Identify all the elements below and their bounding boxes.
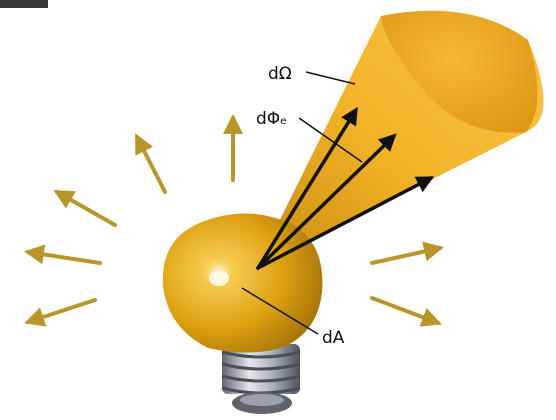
solid-angle-label: dΩ (268, 64, 292, 84)
ray-arrow (370, 241, 444, 265)
light-bulb (162, 213, 323, 414)
flux-label: dΦₑ (256, 109, 287, 129)
area-leader (241, 287, 319, 335)
ray-arrow (24, 298, 97, 327)
flux-arrow (256, 133, 397, 270)
bulb-base (221, 344, 301, 414)
bulb-glass (162, 213, 323, 353)
cone-opening (381, 10, 538, 133)
area-label: dA (322, 328, 345, 348)
flux-arrow (256, 107, 358, 270)
solid-angle-cone (256, 10, 544, 269)
ray-arrow (135, 133, 167, 194)
ray-arrow (53, 190, 117, 227)
solid-angle-leader (305, 71, 356, 85)
flux-arrows (256, 107, 435, 270)
corner-mark (0, 0, 48, 8)
ray-arrow (24, 244, 102, 265)
emitted-rays (24, 114, 444, 327)
bulb-highlight (209, 270, 229, 286)
ray-arrow (370, 296, 442, 327)
flux-arrow (256, 176, 435, 270)
flux-leader (298, 117, 363, 163)
